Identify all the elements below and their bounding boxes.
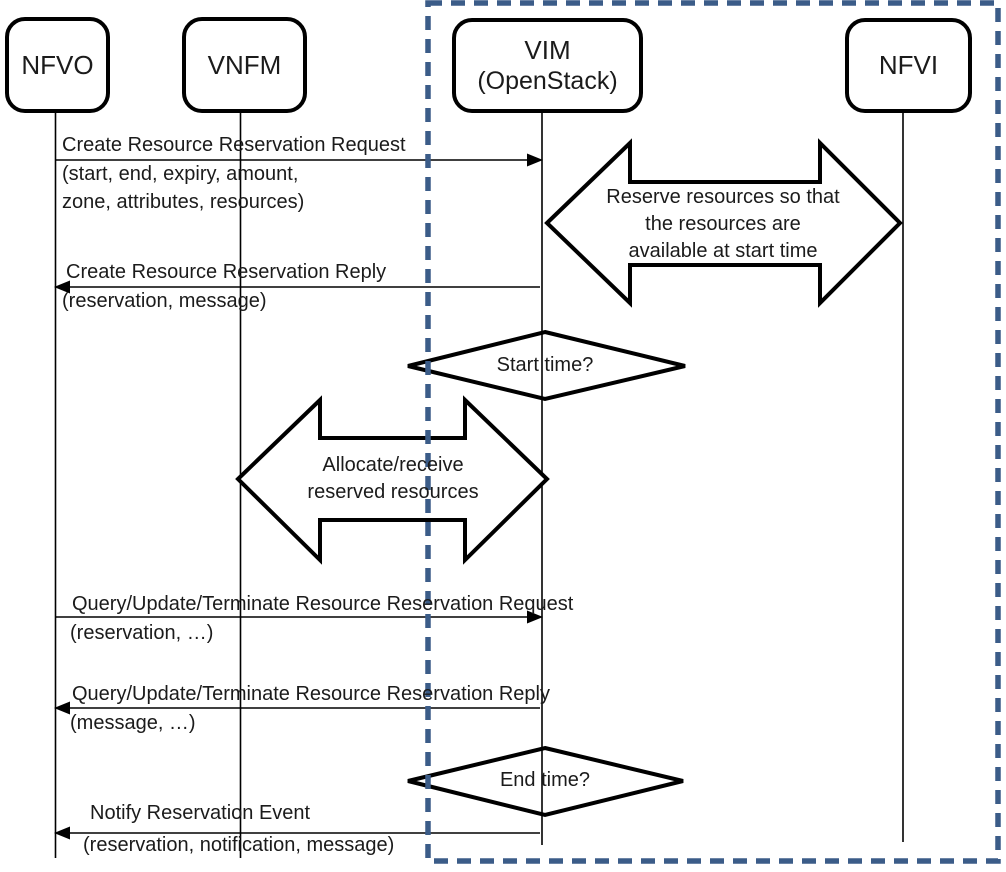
- actor-vim-sublabel: (OpenStack): [477, 66, 618, 95]
- activity-allocate-receive-label: Allocate/receive reserved resources: [307, 454, 479, 503]
- double-arrow-allocate-receive: [235, 395, 550, 565]
- decision-start-time-label: Start time?: [496, 354, 594, 376]
- decision-diamond-start-time: [407, 329, 686, 402]
- actor-box-vim: VIM (OpenStack): [452, 18, 643, 113]
- actor-vnfm-label: VNFM: [207, 49, 282, 80]
- actor-box-vnfm: VNFM: [182, 17, 307, 113]
- message-notify-event-params-1: (reservation, notification, message): [83, 834, 395, 856]
- message-qut-request-label: Query/Update/Terminate Resource Reservat…: [72, 593, 574, 615]
- actor-nfvo-label: NFVO: [21, 49, 94, 80]
- message-create-reply-params-1: (reservation, message): [62, 290, 267, 312]
- message-qut-request-params-1: (reservation, …): [70, 622, 214, 644]
- message-create-request-label: Create Resource Reservation Request: [62, 134, 406, 156]
- double-arrow-reserve-resources: [544, 138, 903, 308]
- actor-box-nfvo: NFVO: [5, 17, 110, 113]
- arrowhead-qut-request: [527, 610, 543, 624]
- message-qut-reply-label: Query/Update/Terminate Resource Reservat…: [72, 683, 550, 705]
- actor-vim-label: VIM: [524, 34, 571, 65]
- arrowhead-create-request: [527, 153, 543, 167]
- message-qut-reply-params-1: (message, …): [70, 712, 196, 734]
- decision-diamond-end-time: [407, 745, 684, 818]
- message-create-request-params-2: zone, attributes, resources): [62, 191, 305, 213]
- decision-end-time-label: End time?: [499, 769, 591, 791]
- arrowhead-qut-reply: [54, 701, 70, 715]
- message-create-reply-label: Create Resource Reservation Reply: [66, 261, 387, 283]
- arrowhead-notify-event: [54, 826, 70, 840]
- openstack-scope-dashed-border: [425, 0, 1001, 864]
- arrowhead-create-reply: [54, 280, 70, 294]
- actor-nfvi-label: NFVI: [878, 50, 939, 80]
- message-create-request-params-1: (start, end, expiry, amount,: [62, 163, 299, 185]
- actor-box-nfvi: NFVI: [845, 18, 972, 113]
- activity-reserve-resources-label: Reserve resources so that the resources …: [606, 186, 840, 262]
- message-notify-event-label: Notify Reservation Event: [90, 802, 311, 824]
